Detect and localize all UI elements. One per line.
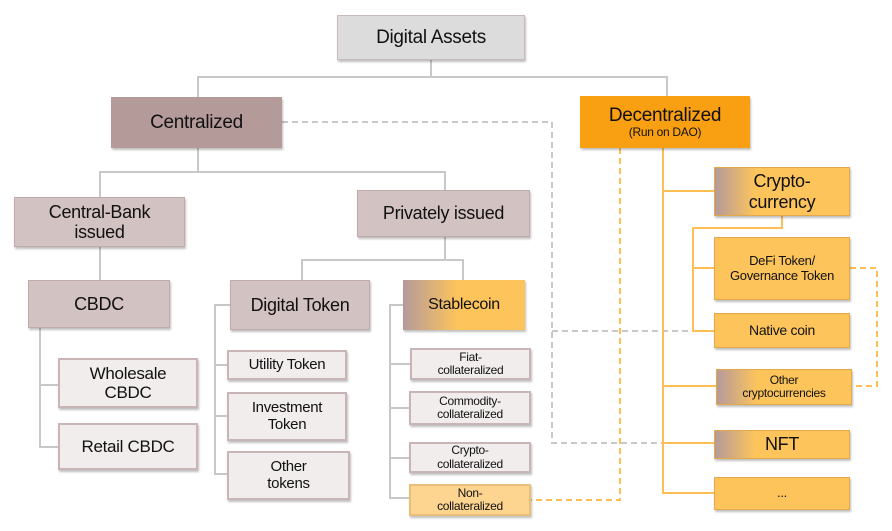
node-cryptocurrency: Crypto-currency xyxy=(714,167,850,216)
node-central-bank-issued: Central-Bank issued xyxy=(14,197,185,247)
node-investment-token: Investment Token xyxy=(227,392,347,441)
node-label: Wholesale CBDC xyxy=(89,363,167,402)
node-commodity-collateralized: Commodity-collateralized xyxy=(409,391,531,425)
node-label: Central-Bank issued xyxy=(48,201,151,242)
node-utility-token: Utility Token xyxy=(227,350,347,380)
node-retail-cbdc: Retail CBDC xyxy=(58,423,198,470)
node-wholesale-cbdc: Wholesale CBDC xyxy=(58,358,198,408)
node-label: Stablecoin xyxy=(428,296,500,314)
node-native-coin: Native coin xyxy=(714,313,850,348)
node-label: Digital Assets xyxy=(376,26,486,48)
node-label: Commodity-collateralized xyxy=(437,393,503,421)
node-digital-assets: Digital Assets xyxy=(337,15,525,60)
node-label: ... xyxy=(777,485,787,501)
node-label: Crypto-collateralized xyxy=(437,443,503,471)
node-other-tokens: Other tokens xyxy=(227,451,350,500)
node-label: Decentralized xyxy=(608,104,722,126)
orange-tree-connectors xyxy=(662,148,783,494)
node-privately-issued: Privately issued xyxy=(357,190,530,237)
node-label: Other cryptocurrencies xyxy=(742,372,826,400)
node-defi-governance-token: DeFi Token/ Governance Token xyxy=(714,237,850,300)
node-label: Other tokens xyxy=(267,457,310,492)
gray-tree-connectors xyxy=(39,60,668,499)
node-digital-token: Digital Token xyxy=(230,280,370,330)
node-crypto-collateralized: Crypto-collateralized xyxy=(409,442,531,473)
node-label: Privately issued xyxy=(382,203,505,224)
node-label: Retail CBDC xyxy=(81,436,175,456)
node-non-collateralized: Non-collateralized xyxy=(409,484,531,516)
orange-dashed-connectors xyxy=(531,148,878,501)
node-decentralized: Decentralized (Run on DAO) xyxy=(580,96,750,148)
node-centralized: Centralized xyxy=(111,97,282,148)
node-label: DeFi Token/ Governance Token xyxy=(729,252,835,283)
node-label: Digital Token xyxy=(250,294,350,315)
node-label: NFT xyxy=(764,434,800,455)
node-label: CBDC xyxy=(74,293,124,314)
node-label: Centralized xyxy=(150,111,243,133)
node-label: Non-collateralized xyxy=(437,485,503,513)
node-nft: NFT xyxy=(714,430,850,459)
node-cbdc: CBDC xyxy=(28,280,170,328)
node-label: Crypto-currency xyxy=(748,171,816,212)
node-stablecoin: Stablecoin xyxy=(403,280,525,330)
node-other-cryptocurrencies: Other cryptocurrencies xyxy=(716,369,852,405)
node-label: Native coin xyxy=(749,321,815,338)
node-sublabel: (Run on DAO) xyxy=(628,124,702,139)
node-label: Fiat-collateralized xyxy=(437,349,504,377)
node-label: Utility Token xyxy=(248,355,326,373)
node-more: ... xyxy=(714,477,850,510)
node-label: Investment Token xyxy=(251,398,323,433)
node-fiat-collateralized: Fiat-collateralized xyxy=(410,348,531,380)
gray-dashed-connectors xyxy=(282,121,714,444)
